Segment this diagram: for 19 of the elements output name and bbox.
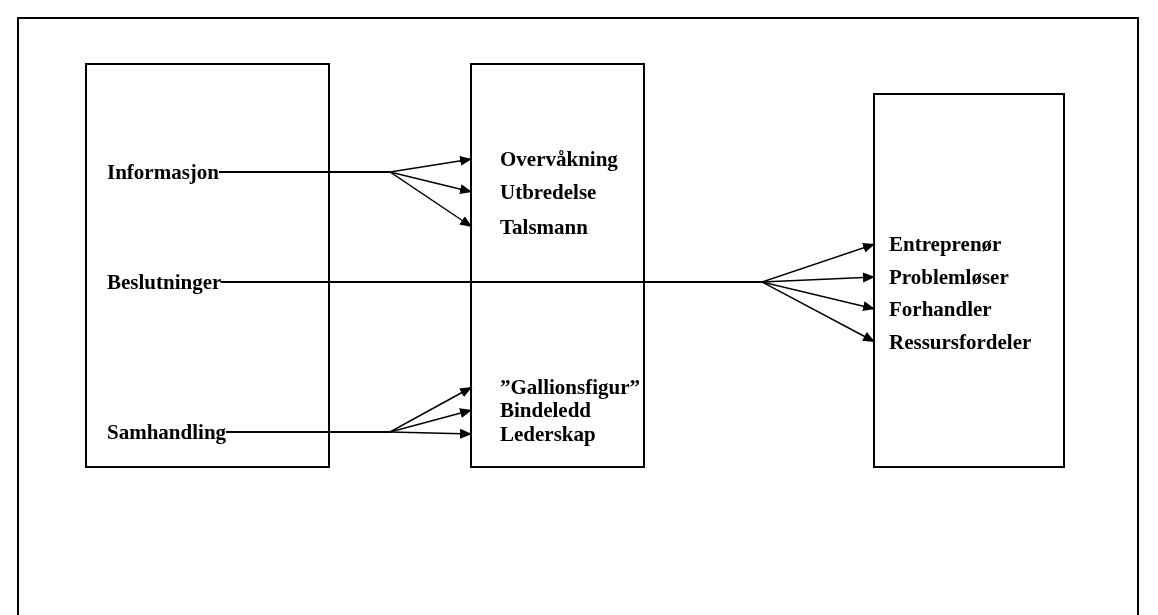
- role-group-box: [470, 63, 645, 468]
- role-label: Problemløser: [875, 265, 1009, 289]
- role-label: Beslutninger: [107, 270, 222, 294]
- role-label: Lederskap: [472, 422, 596, 446]
- role-label: Ressursfordeler: [875, 330, 1032, 354]
- role-label: Bindeledd: [472, 398, 592, 422]
- role-label: Utbredelse: [472, 180, 597, 204]
- role-label: Talsmann: [472, 215, 588, 239]
- arrow: [225, 428, 473, 439]
- role-label: Entreprenør: [875, 232, 1002, 256]
- role-label: Overvåkning: [472, 147, 618, 171]
- role-label: Informasjon: [107, 160, 219, 184]
- arrow: [218, 171, 473, 228]
- role-group-box: [873, 93, 1065, 468]
- role-label: Forhandler: [875, 297, 992, 321]
- role-label: Samhandling: [107, 420, 227, 444]
- arrow: [220, 281, 876, 343]
- role-group-box: [85, 63, 330, 468]
- role-label: ”Gallionsfigur”: [472, 375, 641, 399]
